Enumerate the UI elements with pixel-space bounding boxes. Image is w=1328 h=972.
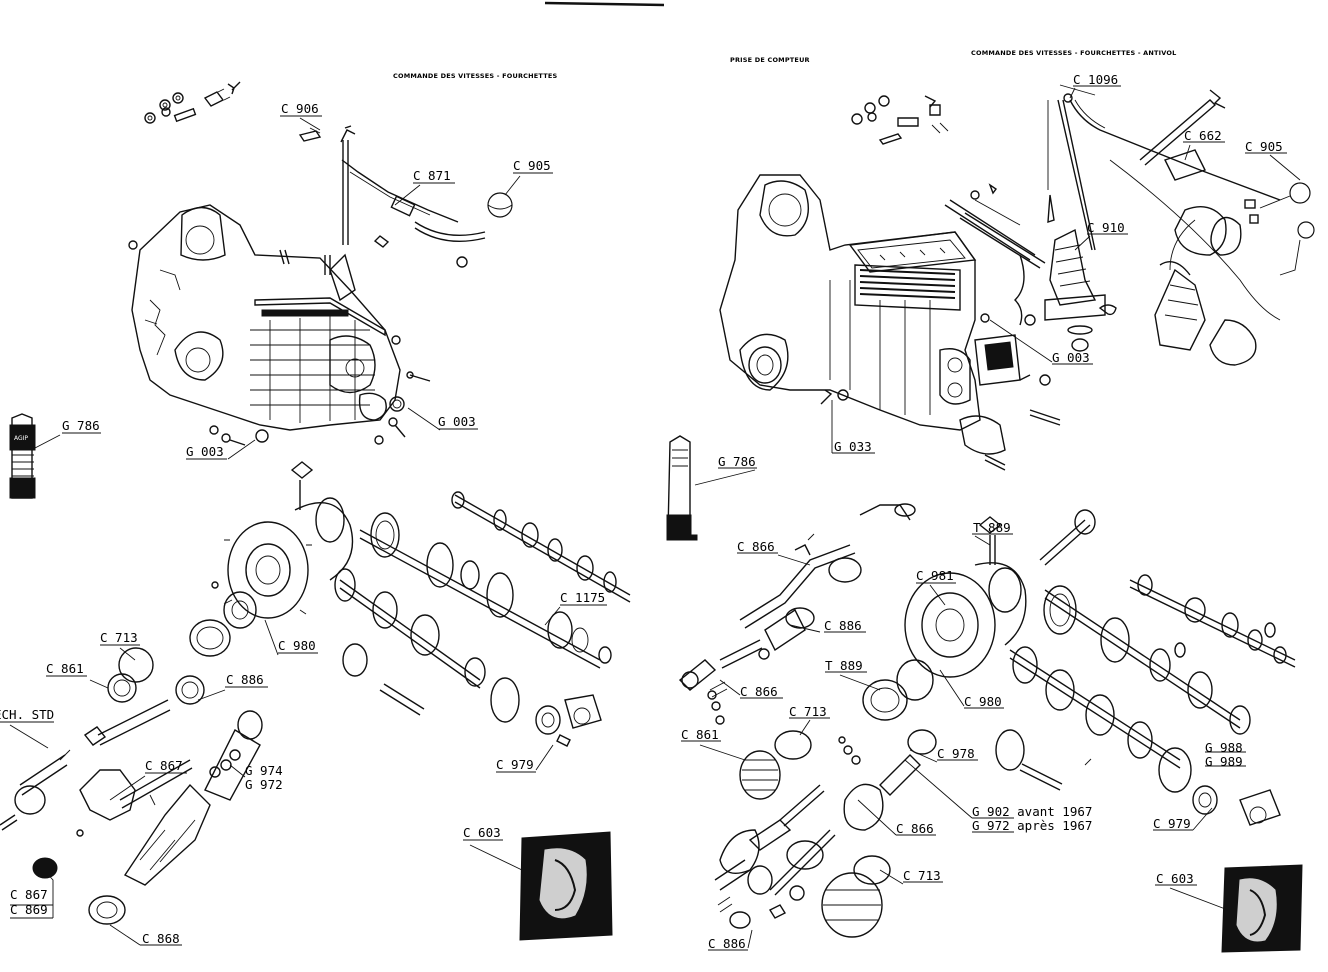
label-c713-b: C 713	[903, 868, 941, 883]
left-leader-lines	[0, 115, 607, 946]
label-ech-std: ECH. STD	[0, 707, 54, 722]
label-c886-a: C 886	[824, 618, 862, 633]
label-c886-b: C 886	[708, 936, 746, 951]
label-c869: C 869	[10, 902, 48, 917]
right-cv-shafts	[678, 533, 937, 938]
label-c886: C 886	[226, 672, 264, 687]
right-grease-tube	[666, 435, 698, 541]
label-t889-b: T 889	[825, 658, 863, 673]
right-leader-lines	[681, 85, 1301, 951]
right-shift-boot	[1044, 84, 1281, 335]
label-g003-b: G 003	[438, 414, 476, 429]
right-antivol-lock	[1154, 199, 1259, 366]
left-driveshaft	[0, 647, 263, 925]
label-c980-r: C 980	[964, 694, 1002, 709]
label-g003-a: G 003	[186, 444, 224, 459]
selector-pin	[298, 127, 322, 142]
label-c905: C 905	[513, 158, 551, 173]
left-selector-small-parts	[144, 81, 241, 124]
right-differential	[859, 503, 1096, 721]
label-c662: C 662	[1184, 128, 1222, 143]
page-edge-mark	[544, 1, 665, 7]
left-page: COMMANDE DES VITESSES - FOURCHETTES	[0, 72, 631, 946]
label-g786-r: G 786	[718, 454, 756, 469]
left-gasket-kit	[519, 831, 613, 941]
right-gear-shafts	[995, 574, 1296, 826]
label-c866-b: C 866	[740, 684, 778, 699]
label-c910: C 910	[1087, 220, 1125, 235]
label-c603: C 603	[463, 825, 501, 840]
label-c867: C 867	[145, 758, 183, 773]
label-g989: G 989	[1205, 754, 1243, 769]
label-g972: G 972	[245, 777, 283, 792]
left-differential	[189, 461, 354, 657]
label-c980: C 980	[278, 638, 316, 653]
label-g786: G 786	[62, 418, 100, 433]
left-gearbox-housing	[131, 204, 401, 431]
right-shift-lever	[1047, 93, 1315, 276]
label-c713: C 713	[100, 630, 138, 645]
right-page-heading-left: PRISE DE COMPTEUR	[730, 56, 810, 64]
svg-text:AGIP: AGIP	[14, 435, 28, 442]
label-c979-r: C 979	[1153, 816, 1191, 831]
left-grease-tube: AGIP	[9, 413, 36, 499]
right-small-parts	[851, 89, 1226, 145]
gear-knob	[487, 192, 513, 218]
label-c867b: C 867	[10, 887, 48, 902]
label-c1175: C 1175	[560, 590, 605, 605]
right-gasket-kit	[1221, 864, 1303, 953]
label-g003-r: G 003	[1052, 350, 1090, 365]
label-g033: G 033	[834, 439, 872, 454]
left-part-labels: C 906 C 871 C 905 G 786 G 003 G 003 C 11…	[0, 101, 605, 946]
label-c905-r: C 905	[1245, 139, 1283, 154]
label-c868: C 868	[142, 931, 180, 946]
label-c979: C 979	[496, 757, 534, 772]
label-g902: G 902 avant 1967	[972, 804, 1092, 819]
left-page-heading: COMMANDE DES VITESSES - FOURCHETTES	[393, 72, 557, 80]
label-t889-a: T 889	[973, 520, 1011, 535]
label-c981: C 981	[916, 568, 954, 583]
label-c861-r: C 861	[681, 727, 719, 742]
label-c713-a: C 713	[789, 704, 827, 719]
left-gear-shafts	[334, 491, 631, 747]
left-housing-bolts	[128, 240, 431, 446]
right-selector-rods	[944, 183, 1046, 326]
label-c603-r: C 603	[1156, 871, 1194, 886]
right-part-labels: C 1096 C 662 C 905 C 910 G 003 G 033 G 7…	[681, 72, 1283, 951]
left-shift-lever	[340, 125, 486, 268]
label-g972-r: G 972 après 1967	[972, 818, 1092, 833]
label-c1096: C 1096	[1073, 72, 1118, 87]
right-page: PRISE DE COMPTEUR COMMANDE DES VITESSES …	[666, 49, 1315, 953]
label-g988: G 988	[1205, 740, 1243, 755]
label-c978: C 978	[937, 746, 975, 761]
label-c866-a: C 866	[737, 539, 775, 554]
right-page-heading: COMMANDE DES VITESSES - FOURCHETTES - AN…	[971, 49, 1177, 57]
label-g974: G 974	[245, 763, 283, 778]
label-c871: C 871	[413, 168, 451, 183]
right-housing-bolts	[820, 304, 1117, 471]
label-c906: C 906	[281, 101, 319, 116]
right-gearbox-housing	[719, 174, 1021, 455]
label-c866-c: C 866	[896, 821, 934, 836]
label-c861: C 861	[46, 661, 84, 676]
